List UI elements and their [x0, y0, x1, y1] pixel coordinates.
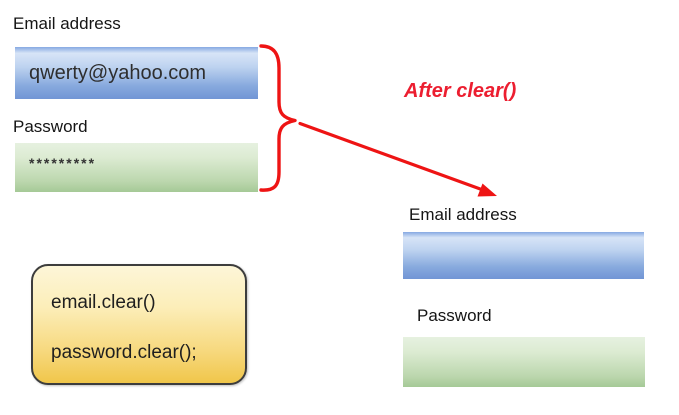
email-label-before: Email address	[13, 14, 121, 33]
code-line-email-clear: email.clear()	[51, 292, 156, 313]
code-callout-box: email.clear() password.clear();	[31, 264, 247, 385]
password-label-after: Password	[417, 306, 492, 325]
password-input-before[interactable]: *********	[15, 143, 258, 192]
arrow-line	[298, 121, 485, 192]
arrow-head-icon	[477, 183, 497, 197]
email-input-before[interactable]: qwerty@yahoo.com	[15, 47, 258, 99]
password-input-after[interactable]	[403, 337, 645, 387]
email-input-after[interactable]	[403, 232, 644, 279]
after-clear-annotation: After clear()	[404, 80, 517, 102]
password-label-before: Password	[13, 117, 88, 136]
curly-brace-icon	[259, 44, 297, 192]
email-input-value: qwerty@yahoo.com	[29, 61, 207, 84]
email-label-after: Email address	[409, 205, 517, 224]
password-masked-value: *********	[29, 154, 97, 171]
code-line-password-clear: password.clear();	[51, 342, 197, 363]
